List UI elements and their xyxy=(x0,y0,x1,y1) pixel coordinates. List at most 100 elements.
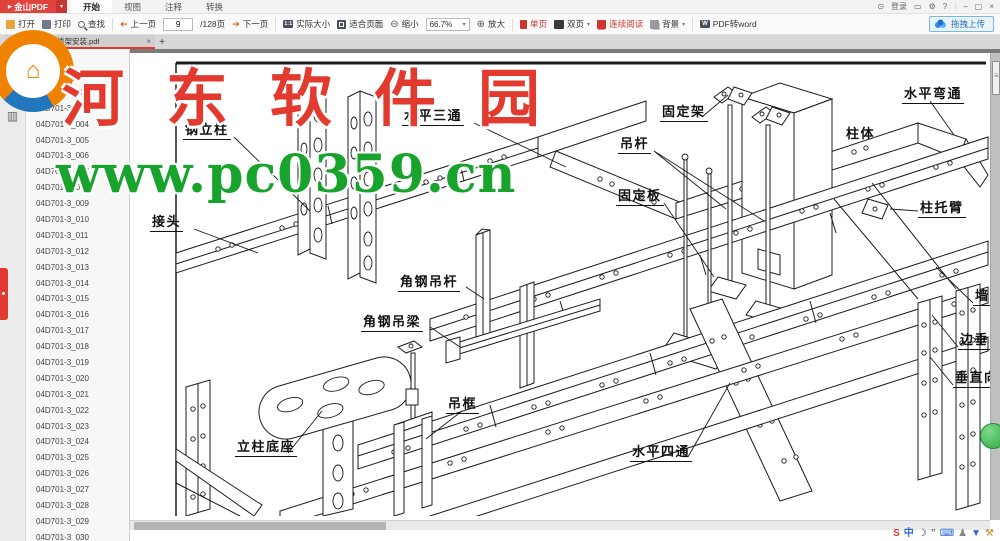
new-tab-button[interactable]: + xyxy=(159,36,165,48)
vertical-scrollbar[interactable] xyxy=(990,53,1000,520)
bookmark-item[interactable]: 04D701-3_022 xyxy=(36,405,89,415)
tray-lower-long xyxy=(357,240,989,470)
bookmark-item[interactable]: 04D701-3_025 xyxy=(36,453,89,463)
fit-page-button[interactable]: 适合页面 xyxy=(337,18,383,30)
bookmark-item[interactable]: 04D701-3_006 xyxy=(36,151,89,161)
app-logo[interactable]: ▸ 金山PDF xyxy=(0,0,56,13)
continuous-read-button[interactable]: 连续阅读 xyxy=(597,18,643,30)
bookmark-item[interactable]: 04D701-3_017 xyxy=(36,326,89,336)
horizontal-scrollbar-thumb[interactable] xyxy=(134,522,386,530)
page-number-input[interactable] xyxy=(163,17,194,31)
tab-convert[interactable]: 转换 xyxy=(206,1,224,12)
vertical-scrollbar-thumb[interactable] xyxy=(992,61,1000,95)
zoom-level-select[interactable]: 66.7%▾ xyxy=(425,17,470,31)
bookmark-item[interactable]: 04D701-3_011 xyxy=(36,230,89,240)
sogou-logo[interactable]: S xyxy=(893,528,900,539)
chevron-down-icon: ▾ xyxy=(462,21,466,28)
feedback-icon[interactable]: ▭ xyxy=(914,2,922,11)
find-button[interactable]: 查找 xyxy=(78,18,105,30)
bookmark-item[interactable]: 04D701-3_030 xyxy=(36,532,89,541)
window-controls: ⊙ 登录 ▭ ⚙ ? | – ▢ × xyxy=(877,0,1000,13)
horizontal-tee xyxy=(537,100,683,220)
horizontal-scrollbar[interactable] xyxy=(130,520,990,530)
document-viewport[interactable]: 钢立柱水平三通固定架吊杆水平弯通柱体固定板柱托臂接头角钢吊杆角钢吊梁吊框立柱底座… xyxy=(130,49,1000,541)
bookmark-item[interactable]: 04D701-3_016 xyxy=(36,310,89,320)
bookmark-item[interactable]: 04D701-3_029 xyxy=(36,516,89,526)
bookmark-item[interactable]: 04D701-3_001 xyxy=(36,72,89,81)
handwrite-icon[interactable]: ♟ xyxy=(958,528,968,539)
login-icon[interactable]: ⊙ xyxy=(877,2,885,11)
maximize-button[interactable]: ▢ xyxy=(974,2,983,11)
skin-icon[interactable]: ▼ xyxy=(971,528,982,539)
divider xyxy=(112,17,114,31)
bookmark-item[interactable]: 04D701-3_014 xyxy=(36,278,89,288)
tab-home[interactable]: 开始 xyxy=(71,0,113,13)
convert-panel-icon[interactable]: ▥ xyxy=(6,109,19,123)
tab-annotate[interactable]: 注释 xyxy=(165,1,183,12)
bookmark-item[interactable]: 04D701-3_028 xyxy=(36,501,89,511)
bookmark-item[interactable]: 04D701-3_004 xyxy=(36,119,89,129)
keyboard-icon[interactable]: ⌨ xyxy=(939,528,955,539)
floating-badge[interactable] xyxy=(980,423,1000,449)
zoom-out-button[interactable]: ⊖缩小 xyxy=(390,18,419,30)
tab-view[interactable]: 视图 xyxy=(124,1,142,12)
bookmark-item[interactable]: 04D701-3_018 xyxy=(36,342,89,352)
drag-upload-button[interactable]: 拖拽上传 xyxy=(928,16,994,32)
bookmark-item[interactable]: 04D701-3_005 xyxy=(36,135,89,145)
bookmark-item[interactable]: 04D701-3_023 xyxy=(36,421,89,431)
cloud-drive-icon xyxy=(934,19,946,28)
single-page-button[interactable]: 单页 xyxy=(520,18,547,30)
open-button[interactable]: 打开 xyxy=(6,18,35,30)
bookmark-item[interactable]: 04D701-3_015 xyxy=(36,294,89,304)
emoji-icon[interactable]: ” xyxy=(930,528,936,539)
minimize-button[interactable]: – xyxy=(963,2,968,11)
bookmarks-panel: 04D701-3_001 04D701-3_002 04D701-3_003 04D7… xyxy=(26,49,130,541)
bookmark-item[interactable]: 04D701-3_008 xyxy=(36,183,89,193)
bookmark-item[interactable]: 04D701-3_003 xyxy=(36,103,89,113)
prev-page-button[interactable]: ➔上一页 xyxy=(120,18,157,30)
zoom-in-icon: ⊕ xyxy=(476,18,485,30)
app-menu-caret-icon[interactable]: ▾ xyxy=(56,0,67,13)
bookmark-item[interactable]: 04D701-3_021 xyxy=(36,389,89,399)
print-button[interactable]: 打印 xyxy=(42,18,71,30)
close-button[interactable]: × xyxy=(989,2,994,11)
bookmarks-panel-icon[interactable]: ≡ xyxy=(8,59,16,73)
background-button[interactable]: 背景▾ xyxy=(650,18,685,30)
lang-mode[interactable]: 中 xyxy=(903,528,914,539)
search-icon xyxy=(78,20,86,28)
document-tab[interactable]: 04D701-3电缆桥架安装.pdf × xyxy=(5,35,155,49)
help-button[interactable]: ? xyxy=(942,2,948,11)
collapsed-panel-tab[interactable] xyxy=(0,268,8,320)
chevron-down-icon: ▾ xyxy=(682,21,686,28)
bookmark-item[interactable]: 04D701-3_026 xyxy=(36,469,89,479)
settings-gear-icon[interactable]: ⚙ xyxy=(928,2,936,11)
app-name: 金山PDF xyxy=(14,1,49,12)
next-page-button[interactable]: ➔下一页 xyxy=(232,18,269,30)
bottom-left-upright xyxy=(175,379,263,517)
bookmark-item[interactable]: 04D701-3_010 xyxy=(36,215,89,225)
zoom-in-button[interactable]: ⊕放大 xyxy=(476,18,506,30)
bookmark-item[interactable]: 04D701-3_012 xyxy=(36,246,89,256)
bookmark-item[interactable]: 04D701-3_007 xyxy=(36,167,89,177)
night-mode-icon[interactable]: ☽ xyxy=(917,528,927,539)
double-page-icon xyxy=(554,19,565,29)
bookmark-item[interactable]: 04D701-3_019 xyxy=(36,358,89,368)
thumbnails-panel-icon[interactable]: ▤ xyxy=(6,84,19,98)
leader-lines xyxy=(193,94,974,458)
continuous-icon xyxy=(597,19,607,29)
drawing-label: 吊框 xyxy=(446,393,480,414)
steel-column-b xyxy=(347,90,377,284)
bookmark-item[interactable]: 04D701-3_020 xyxy=(36,373,89,383)
bookmark-item[interactable]: 04D701-3_009 xyxy=(36,199,89,209)
double-page-button[interactable]: 双页▾ xyxy=(554,18,590,30)
bookmark-item[interactable]: 04D701-3_002 xyxy=(36,87,89,97)
toolbox-icon[interactable]: ⚒ xyxy=(985,528,994,539)
tab-close-icon[interactable]: × xyxy=(146,36,151,46)
login-button[interactable]: 登录 xyxy=(891,2,908,11)
bookmark-item[interactable]: 04D701-3_024 xyxy=(36,437,89,447)
bookmark-item[interactable]: 04D701-3_027 xyxy=(36,485,89,495)
bookmark-item[interactable]: 04D701-3_013 xyxy=(36,262,89,272)
